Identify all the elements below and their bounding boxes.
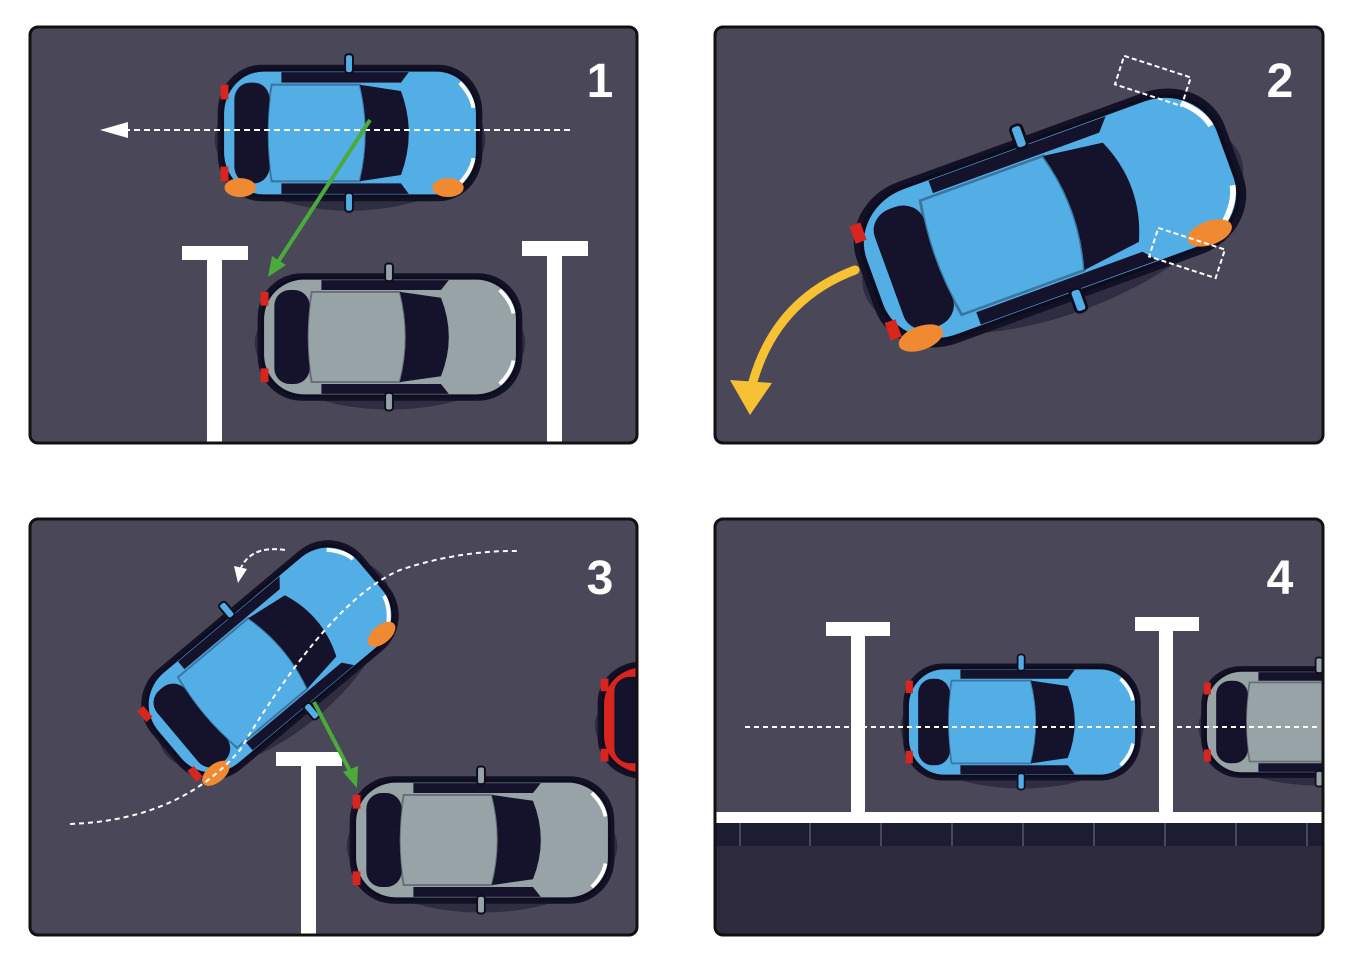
blind-spot-box-top [1113,54,1193,108]
curb [715,822,1323,846]
blind-spot-box-bottom [1147,226,1227,280]
parked-gray-car [1196,655,1323,789]
alignment-guide-arrow [274,118,372,267]
direction-arrowhead [100,122,128,138]
alignment-guide-arrow [312,701,354,776]
blue-car [215,54,485,212]
step-2-panel: 2 [713,25,1325,445]
step-1-panel: 1 [28,25,639,445]
parking-marker-right [1135,617,1199,814]
rotation-dashed-arrow [239,548,286,571]
parked-gray-car [252,261,528,413]
step-3-panel: 3 [28,517,639,937]
parking-marker-right [522,241,588,443]
step-number: 4 [1267,552,1294,605]
parked-gray-car [344,764,620,916]
parked-blue-car [898,652,1146,792]
curb-line [715,812,1323,823]
sidewalk [715,846,1323,935]
step-number: 3 [587,552,614,605]
parking-marker-left [182,246,248,443]
parking-marker [276,752,342,935]
reverse-turn-arrow [747,265,860,390]
step-number: 1 [587,55,614,108]
step-4-panel: 4 [713,517,1325,937]
step-number: 2 [1267,55,1294,108]
parking-marker-left [826,622,890,814]
